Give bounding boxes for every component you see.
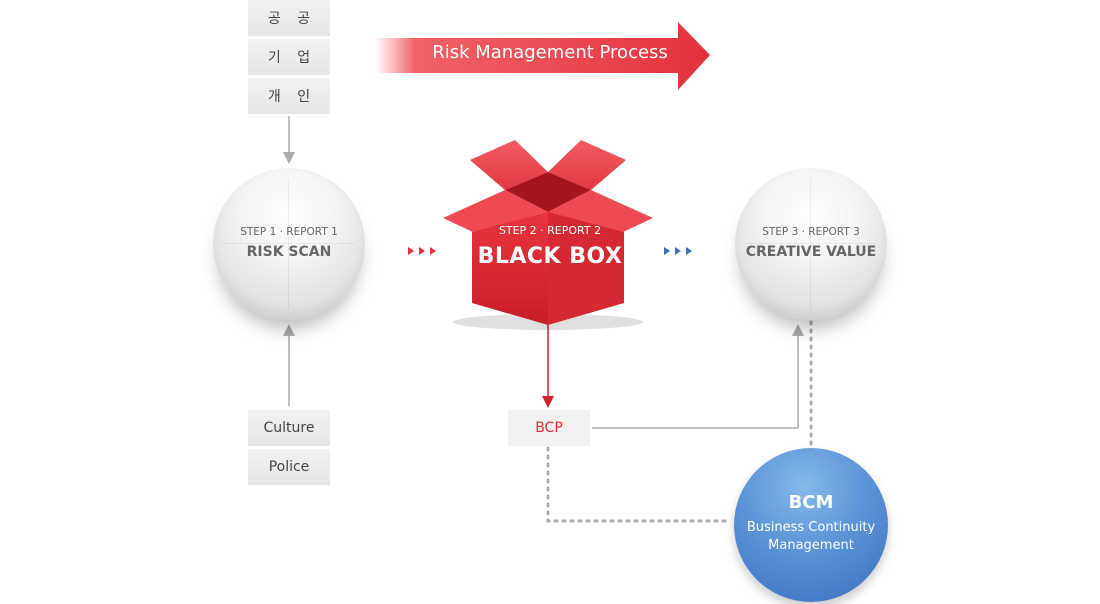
bcp-box: BCP: [508, 410, 590, 446]
tag-enterprise: 기 업: [248, 39, 330, 75]
step3-step: STEP 3 · REPORT 3: [762, 226, 860, 238]
bcm-title: BCM: [788, 492, 834, 513]
step1-sphere: STEP 1 · REPORT 1 RISK SCAN: [213, 168, 365, 320]
step3-name: CREATIVE VALUE: [745, 244, 877, 260]
step2-step: STEP 2 · REPORT 2: [498, 224, 602, 237]
bcm-line1: Business Continuity: [746, 520, 876, 535]
bcm-circle: BCM Business Continuity Management: [734, 448, 888, 602]
red-chevrons: [408, 247, 436, 255]
step1-name: RISK SCAN: [246, 244, 332, 260]
process-arrow: [375, 22, 710, 90]
step2-name: BLACK BOX: [477, 244, 623, 269]
black-box-graphic: [443, 140, 653, 330]
tag-police: Police: [248, 449, 330, 485]
tag-individual: 개 인: [248, 78, 330, 114]
step3-sphere: STEP 3 · REPORT 3 CREATIVE VALUE: [735, 168, 887, 320]
step1-step: STEP 1 · REPORT 1: [240, 226, 338, 238]
blue-chevrons: [664, 247, 692, 255]
bcm-line2: Management: [768, 538, 854, 553]
process-label: Risk Management Process: [432, 42, 668, 63]
tag-culture: Culture: [248, 410, 330, 446]
tag-public: 공 공: [248, 0, 330, 36]
